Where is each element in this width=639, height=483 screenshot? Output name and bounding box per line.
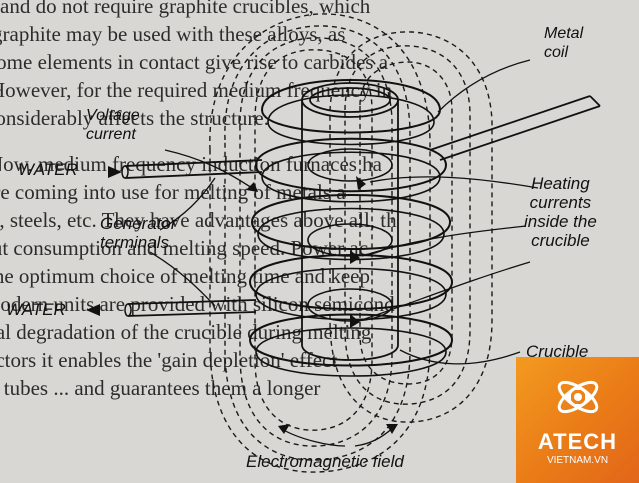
label-water-out: WATER [6, 300, 66, 319]
atech-logo: ATECH VIETNAM.VN [516, 357, 639, 483]
logo-brand: ATECH [516, 429, 639, 455]
pipe-end-upper [122, 166, 128, 178]
arrowhead-water-in [108, 166, 122, 178]
label-water-in: WATER [18, 160, 78, 179]
label-electromagnetic-field: Electromagnetic field [246, 452, 404, 471]
logo-sub: VIETNAM.VN [516, 455, 639, 466]
coil-lead-end [590, 96, 600, 106]
label-voltage-current: Voltage current [86, 106, 140, 144]
label-generator-terminals: Generator terminals [100, 214, 177, 252]
label-metal-coil: Metal coil [544, 24, 583, 62]
arrowhead-water-out [86, 304, 100, 316]
pipe-end-lower [125, 304, 131, 316]
atom-gear-icon [550, 367, 606, 425]
label-heating-currents: Heating currents inside the crucible [524, 174, 597, 250]
